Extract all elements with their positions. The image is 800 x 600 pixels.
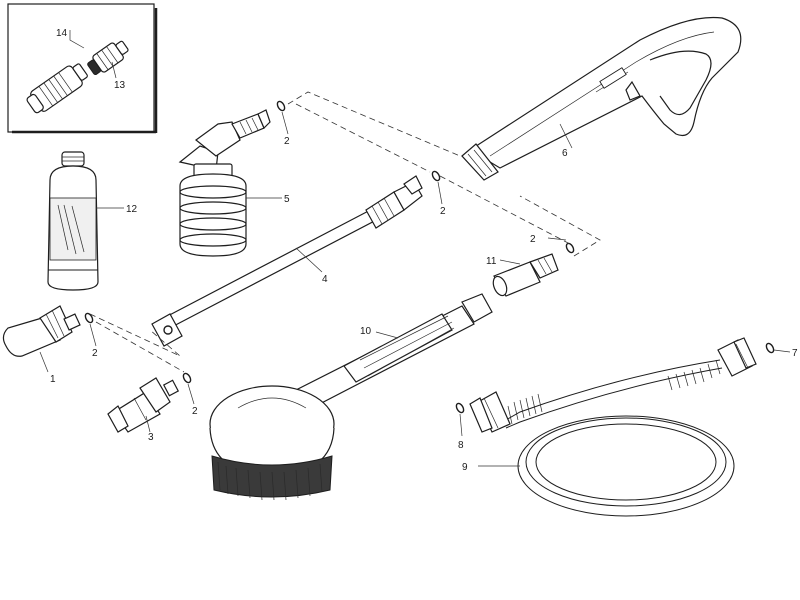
callout-9: 9 <box>462 462 468 473</box>
assembly-lines <box>89 91 601 373</box>
o-ring-8 <box>455 402 465 414</box>
o-ring-adapter <box>565 242 575 254</box>
quick-connector-14 <box>26 63 88 114</box>
callout-2-upper: 2 <box>284 136 290 147</box>
callout-2-nozzle3: 2 <box>192 406 198 417</box>
lance-4 <box>151 175 423 347</box>
callout-1: 1 <box>50 374 56 385</box>
nozzle-3 <box>107 377 180 433</box>
spray-gun-6 <box>461 16 742 181</box>
callout-14: 14 <box>56 28 68 39</box>
detergent-bottle-12 <box>47 151 124 291</box>
callout-labels: 14 13 12 2 5 6 2 2 11 4 10 2 1 2 3 7 8 9 <box>50 28 798 473</box>
nozzle-1 <box>2 305 81 373</box>
callout-10: 10 <box>360 326 372 337</box>
callout-3: 3 <box>148 432 154 443</box>
o-ring-nozzle3 <box>182 372 192 384</box>
callout-6: 6 <box>562 148 568 159</box>
foam-bottle-5 <box>178 109 282 257</box>
callout-12: 12 <box>126 204 138 215</box>
o-ring-lance <box>431 170 441 182</box>
hose-9 <box>469 337 757 517</box>
callout-2-nozzle1: 2 <box>92 348 98 359</box>
callout-2-lance: 2 <box>440 206 446 217</box>
callout-11: 11 <box>486 256 497 267</box>
callout-5: 5 <box>284 194 290 205</box>
o-ring-nozzle1 <box>84 312 94 324</box>
connector-13 <box>87 40 129 76</box>
callout-7: 7 <box>792 348 798 359</box>
rotating-brush-10 <box>209 293 493 501</box>
inset-panel <box>7 3 158 134</box>
callout-8: 8 <box>458 440 464 451</box>
adapter-11 <box>492 253 559 297</box>
callout-4: 4 <box>322 274 328 285</box>
o-ring-7 <box>765 342 775 354</box>
o-rings <box>84 100 791 437</box>
o-ring-upper <box>276 100 286 112</box>
callout-13: 13 <box>114 80 126 91</box>
callout-2-adapter: 2 <box>530 234 536 245</box>
